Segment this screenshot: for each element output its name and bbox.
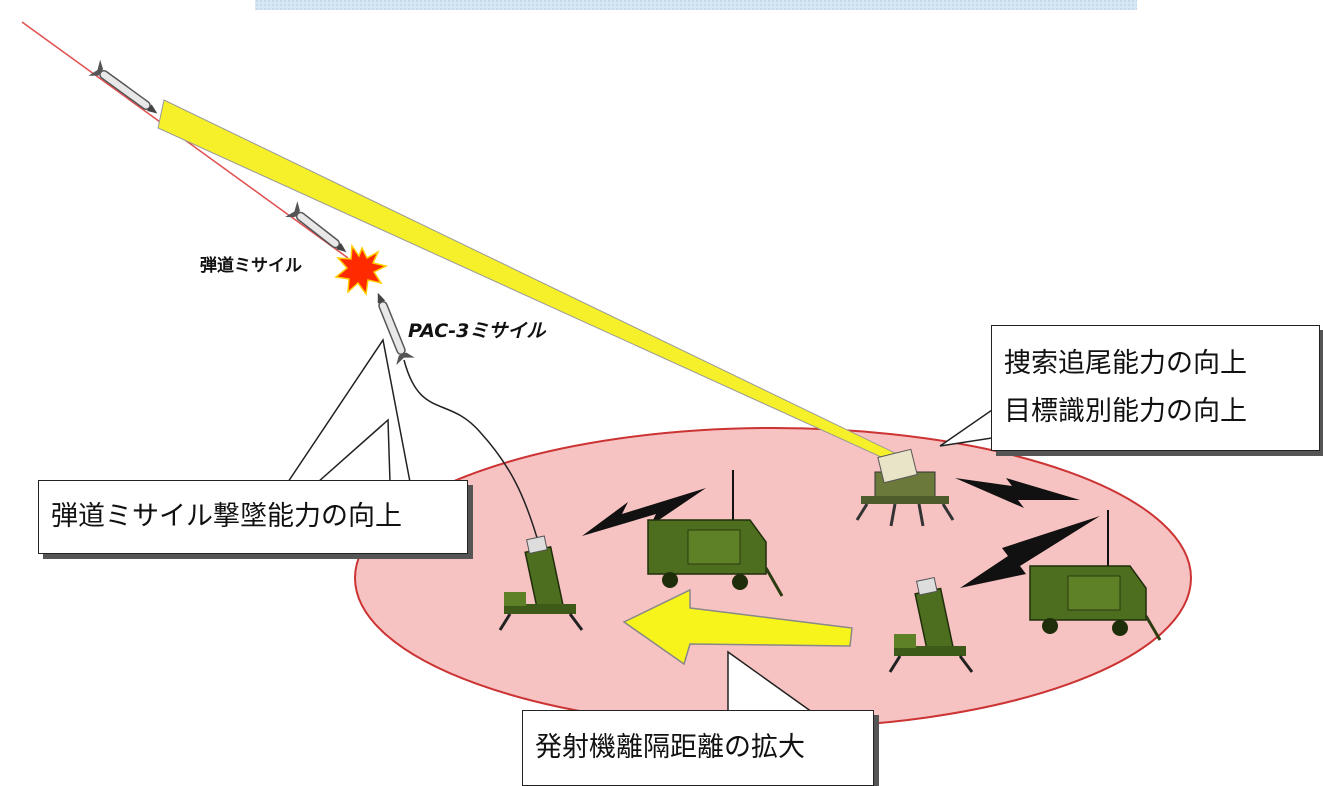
top-banner	[255, 0, 1137, 10]
launcher-2	[888, 576, 974, 673]
relocation-arrow	[622, 588, 853, 666]
datalink-bolt-3	[960, 516, 1100, 588]
radar-beam	[157, 99, 898, 463]
control-truck-2	[1029, 565, 1162, 641]
ballistic-missile-2	[285, 201, 347, 253]
interceptor-path	[403, 359, 541, 549]
ballistic-missile-1	[88, 59, 158, 114]
datalink-bolt-2	[955, 478, 1080, 508]
radar-unit	[855, 448, 955, 527]
control-truck-1	[647, 519, 784, 597]
launcher-1	[498, 535, 584, 631]
launcher-distance-callout: 発射機離隔距離の拡大	[522, 710, 874, 786]
intercept-explosion-icon	[334, 243, 389, 296]
callout-left-pointer	[286, 338, 411, 483]
intercept-capability-callout: 弾道ミサイル撃墜能力の向上	[38, 480, 468, 554]
pac3-interceptor	[377, 292, 415, 366]
callout-top-pointer	[939, 408, 993, 447]
search-track-text: 捜索追尾能力の向上	[1004, 348, 1247, 379]
launcher-distance-text: 発射機離隔距離の拡大	[535, 732, 805, 763]
bm-intercept-text: 弾道ミサイル撃墜能力の向上	[51, 501, 402, 532]
radar-capability-callout: 捜索追尾能力の向上 目標識別能力の向上	[991, 325, 1320, 451]
ballistic-missile-label: 弾道ミサイル	[200, 256, 302, 276]
pac3-missile-label: PAC-3ミサイル	[408, 320, 546, 342]
datalink-bolt-1	[582, 488, 706, 536]
target-discrimination-text: 目標識別能力の向上	[1004, 396, 1247, 427]
